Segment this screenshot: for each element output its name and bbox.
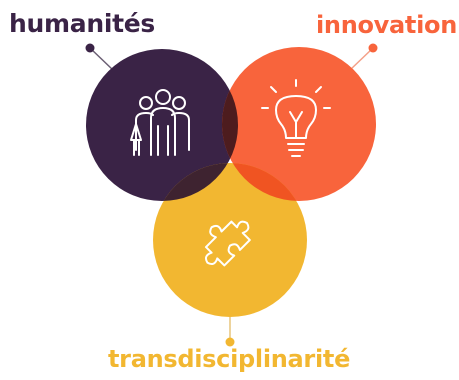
- label-transdisciplinarite: transdisciplinarité: [108, 345, 351, 373]
- connector-innovation: [349, 43, 378, 71]
- puzzle-piece-icon: [204, 220, 251, 267]
- label-humanites: humanités: [9, 9, 155, 38]
- label-innovation: innovation: [316, 11, 458, 39]
- connector-transdisciplinarite: [225, 317, 235, 347]
- connector-humanites: [85, 43, 114, 71]
- circle-humanites: [86, 49, 238, 201]
- lightbulb-icon: [261, 79, 331, 157]
- circle-innovation: [222, 47, 376, 201]
- people-group-icon: [130, 89, 190, 156]
- circle-transdisciplinarite: [153, 163, 307, 317]
